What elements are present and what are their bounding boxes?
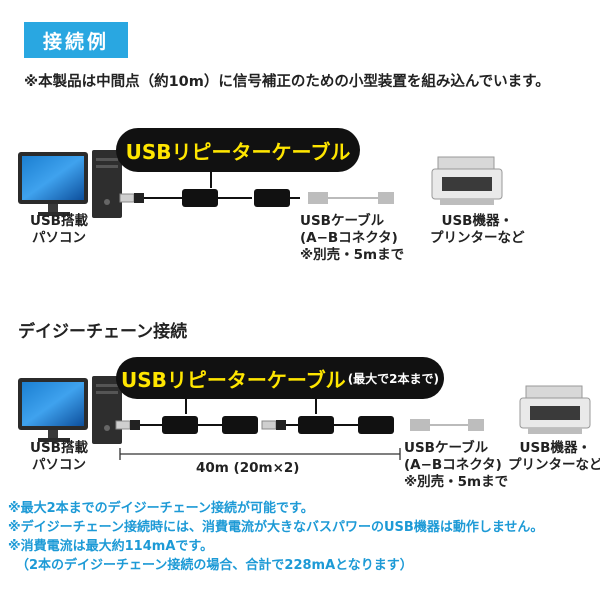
pc-label-1: USB搭載パソコン	[30, 213, 88, 246]
length-label: 40m (20m×2)	[196, 460, 300, 476]
usb-cable-label-2: USBケーブル (A−Bコネクタ) ※別売・5mまで	[404, 440, 509, 490]
diagram2-usb-cable	[410, 419, 484, 431]
cable-limit-note: (最大で2本まで)	[347, 371, 440, 386]
device-label-1: USB機器・プリンターなど	[430, 213, 525, 246]
diagram1-printer	[431, 156, 503, 206]
usb-cable-label-1: USBケーブル (A−Bコネクタ) ※別売・5mまで	[300, 213, 405, 263]
device-label-2: USB機器・プリンターなど	[508, 440, 600, 473]
diagram2-pc	[18, 376, 122, 444]
intro-note: ※本製品は中間点（約10m）に信号補正のための小型装置を組み込んでいます。	[24, 74, 550, 90]
diagram2-repeater-cable-1	[115, 416, 258, 434]
pc-label-2: USB搭載パソコン	[30, 440, 88, 473]
footnote-3: ※消費電流は最大約114mAです。	[8, 539, 214, 554]
repeater-cable-title-1: USBリピーターケーブル	[116, 128, 360, 172]
diagram2-repeater-cable-2	[261, 416, 394, 434]
repeater-cable-title-2: USBリピーターケーブル(最大で2本まで)	[116, 357, 444, 399]
footnote-1: ※最大2本までのデイジーチェーン接続が可能です。	[8, 501, 314, 516]
daisy-chain-title: デイジーチェーン接続	[18, 322, 188, 342]
length-bracket	[119, 448, 401, 460]
footnote-2: ※デイジーチェーン接続時には、消費電流が大きなバスパワーのUSB機器は動作しませ…	[8, 520, 544, 535]
diagram1-pc	[18, 150, 122, 218]
diagram1-usb-cable	[308, 192, 394, 204]
section-badge: 接続例	[24, 22, 128, 58]
diagram1-repeater-cable	[119, 189, 300, 207]
diagram2-printer	[519, 385, 591, 435]
footnote-4: （2本のデイジーチェーン接続の場合、合計で228mAとなります）	[16, 558, 413, 573]
